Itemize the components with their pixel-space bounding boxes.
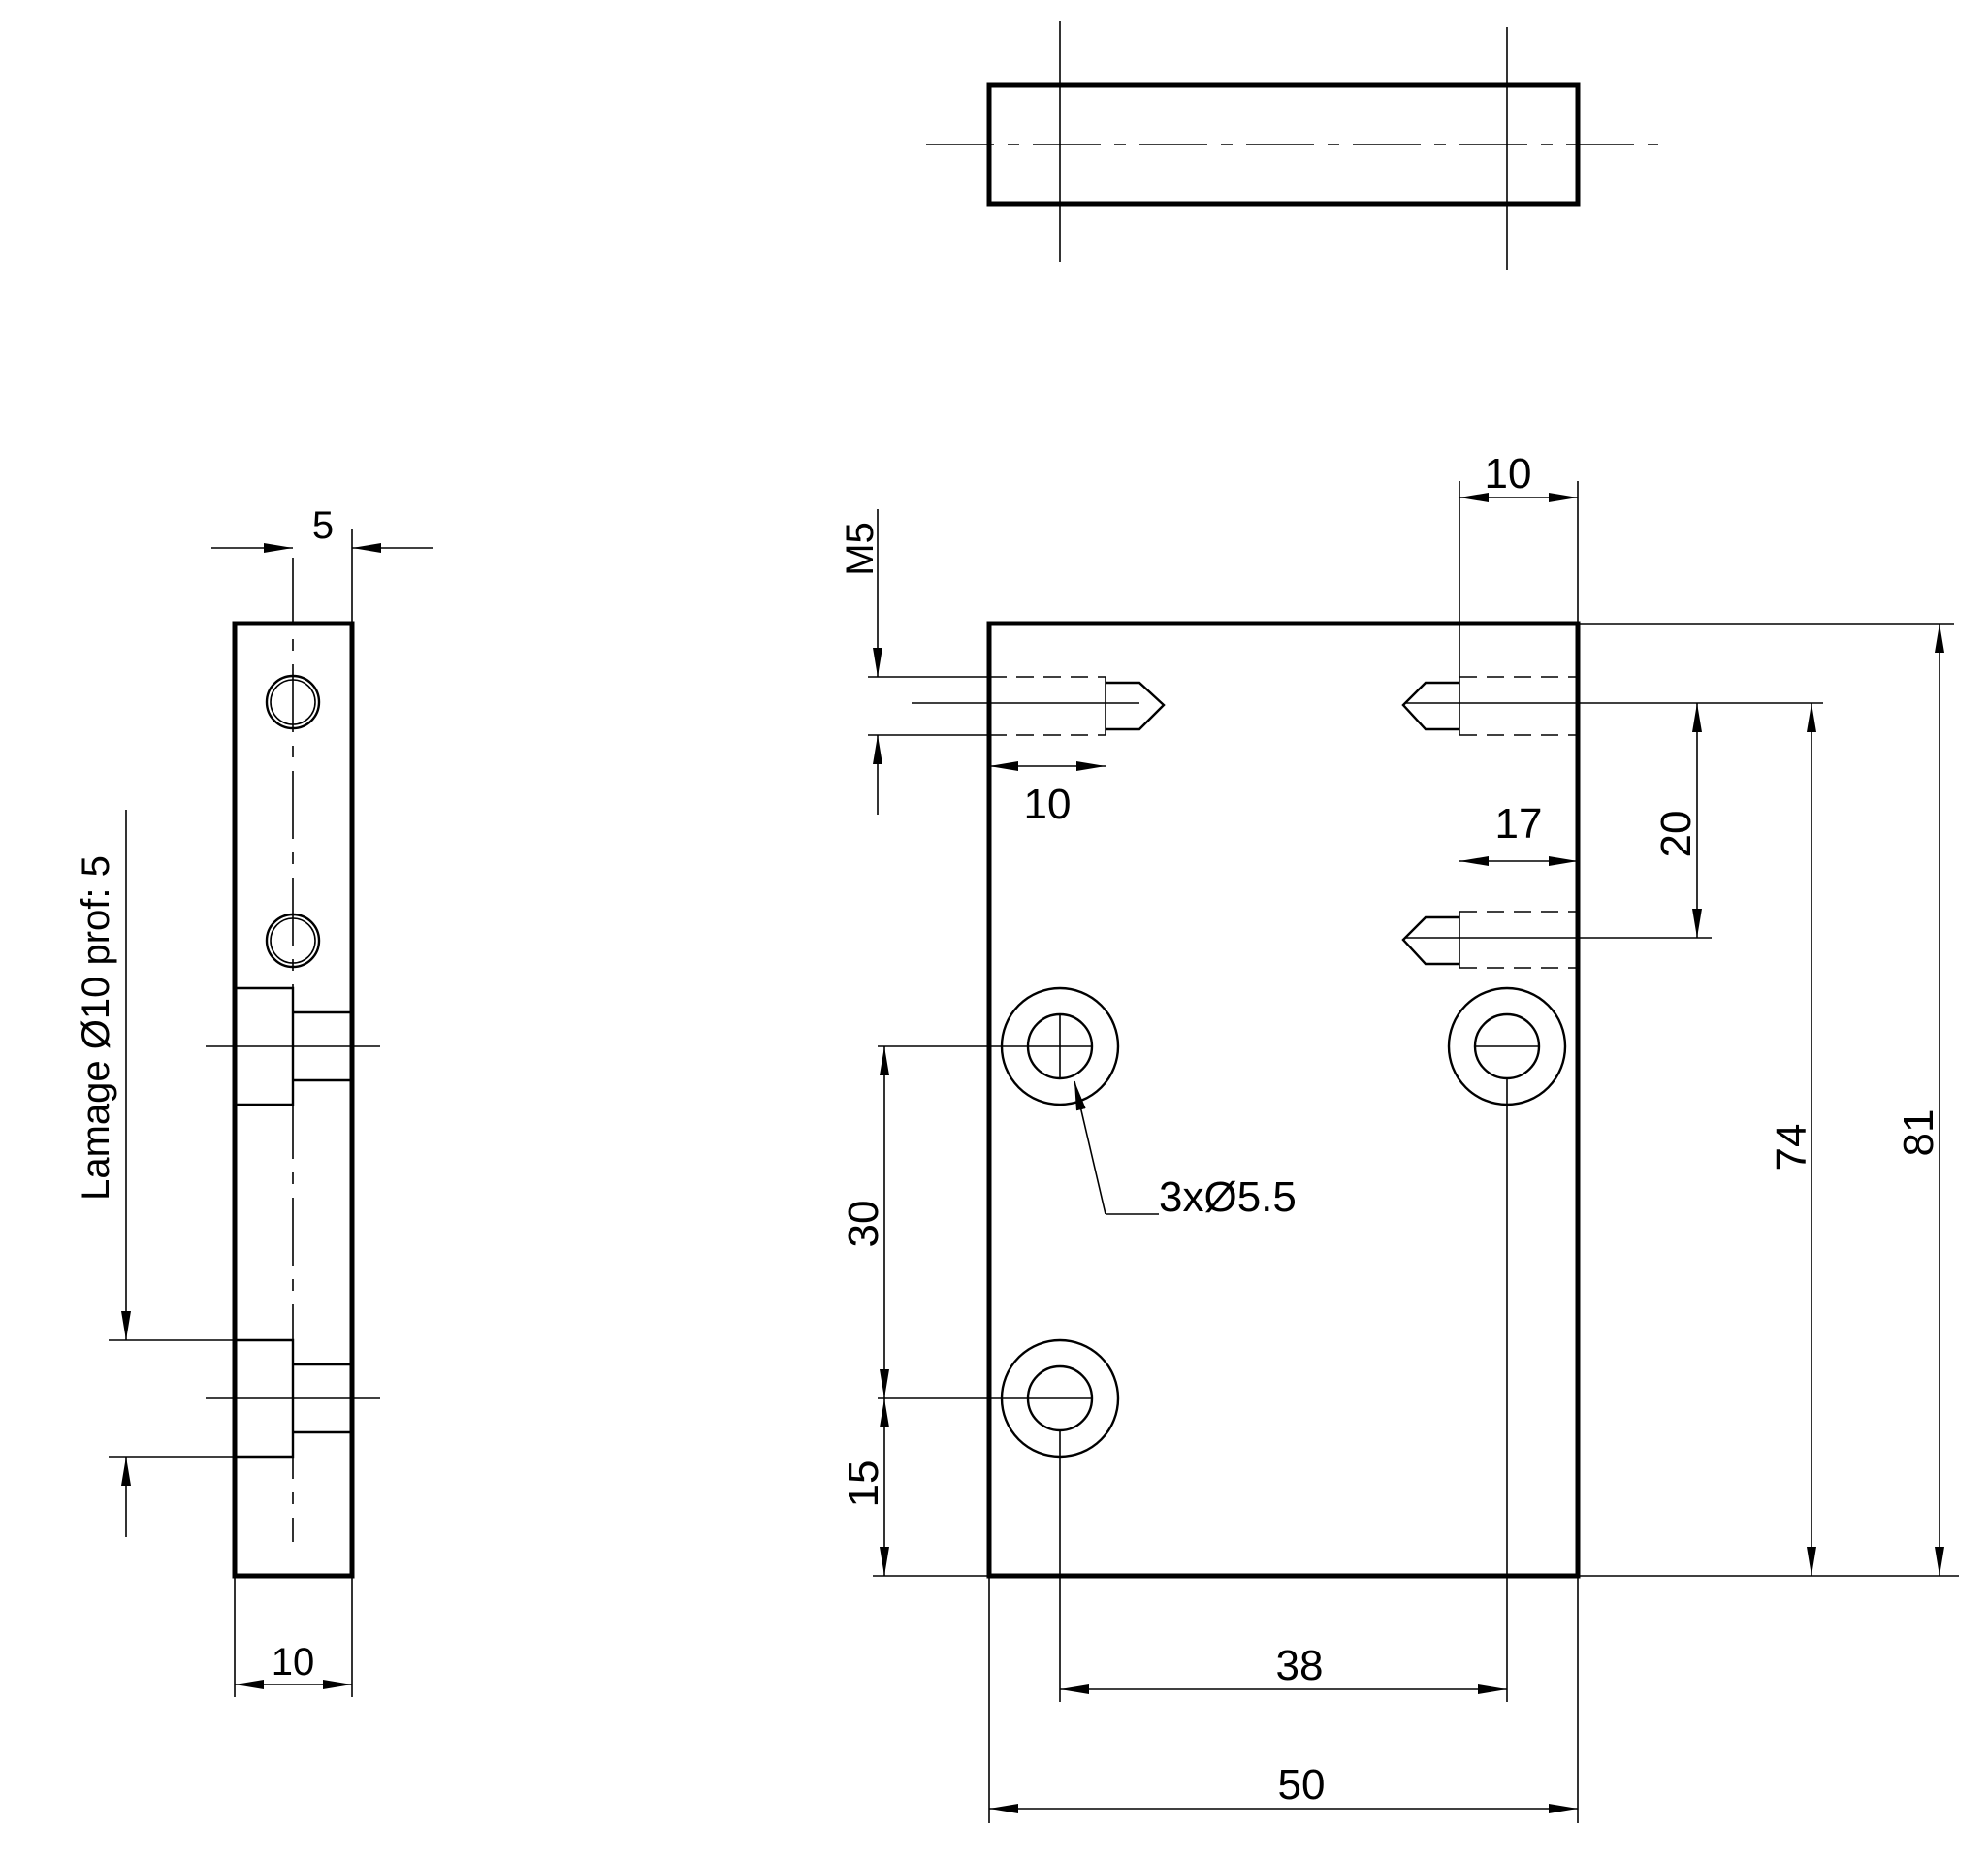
dim-bottom-offset-label: 15	[840, 1460, 887, 1508]
dim-thread-depth-right-label: 17	[1495, 800, 1543, 848]
tapped-hole-left	[868, 676, 1166, 736]
side-dim-5-label: 5	[312, 504, 334, 547]
dim-width-label: 50	[1278, 1761, 1326, 1809]
side-counterbore-upper	[206, 986, 380, 1106]
hole-callout: 3xØ5.5	[1074, 1080, 1297, 1221]
dim-thread-depth: 10	[989, 761, 1106, 828]
side-thread-hole-mid-inner	[270, 917, 316, 964]
dim-hole-spacing-vertical-label: 30	[840, 1201, 887, 1248]
dim-hole-spacing-horizontal-label: 38	[1276, 1642, 1324, 1689]
dim-height-total: 81	[1578, 623, 1954, 1576]
side-thread-hole-mid	[265, 913, 321, 969]
dim-m5: M5	[839, 509, 882, 815]
side-dim-10-label: 10	[272, 1641, 315, 1684]
tapped-hole-right-bottom	[1401, 911, 1712, 969]
side-thread-hole-top-inner	[270, 679, 316, 725]
dim-hole-spacing-vertical: 30	[840, 1046, 889, 1398]
dim-bottom-offset: 15	[840, 1398, 989, 1577]
dim-thread-spacing: 20	[1652, 703, 1702, 938]
dim-height-total-label: 81	[1895, 1109, 1942, 1157]
side-thread-hole-top	[265, 674, 321, 730]
hole-callout-label: 3xØ5.5	[1159, 1173, 1297, 1221]
dim-height-inner: 74	[1578, 703, 1959, 1577]
dim-thread-depth-label: 10	[1024, 781, 1072, 828]
top-view	[926, 21, 1658, 270]
side-counterbore-lower	[206, 1338, 380, 1459]
dim-thread-spacing-label: 20	[1652, 811, 1700, 858]
dim-top-offset-label: 10	[1485, 450, 1532, 497]
hole-upper-left	[878, 986, 1120, 1106]
front-view-outline	[986, 621, 1581, 1579]
front-view: M5 10 10 17 20 3xØ5.5	[839, 450, 1959, 1823]
dim-hole-spacing-horizontal: 38	[1059, 1078, 1508, 1702]
hole-lower-left	[878, 1338, 1120, 1459]
dim-top-offset: 10	[1459, 450, 1579, 677]
side-dim-10: 10	[234, 1576, 353, 1697]
side-view: 5 10 Lamage Ø10 prof: 5	[75, 504, 433, 1697]
dim-thread-depth-right: 17	[1459, 800, 1578, 866]
side-dim-5: 5	[211, 504, 433, 624]
tapped-hole-right-top	[1401, 676, 1823, 736]
thread-label: M5	[839, 522, 882, 576]
counterbore-note: Lamage Ø10 prof: 5	[75, 855, 117, 1201]
side-counterbore-dimension: Lamage Ø10 prof: 5	[75, 810, 235, 1537]
dim-height-inner-label: 74	[1768, 1124, 1815, 1171]
dim-width: 50	[988, 1576, 1579, 1823]
